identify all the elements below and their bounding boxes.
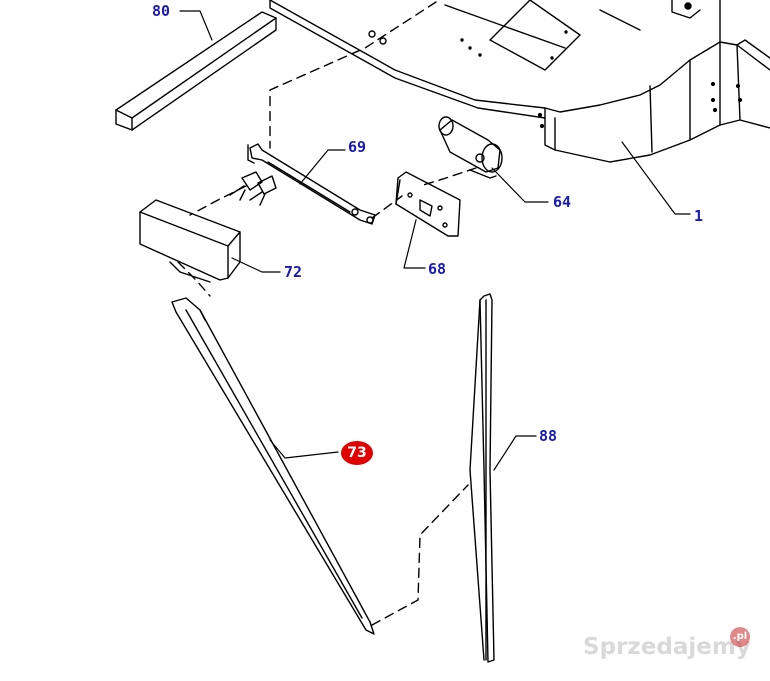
assembly-dashed-lines xyxy=(177,1,477,626)
part-68-plate xyxy=(395,171,461,237)
part-88-wiper-blade xyxy=(469,293,495,663)
callout-1: 1 xyxy=(694,207,704,225)
callout-73-highlighted: 73 xyxy=(341,441,373,465)
callout-72: 72 xyxy=(284,263,303,281)
part-64-motor xyxy=(438,116,503,179)
callout-69: 69 xyxy=(348,138,367,156)
leader-lines xyxy=(179,10,691,471)
watermark-text: Sprzedajemy xyxy=(583,634,751,660)
callout-88: 88 xyxy=(539,427,558,445)
part-72-cover xyxy=(139,199,241,283)
part-80-trim-bar xyxy=(115,11,277,131)
part-1-housing xyxy=(269,0,770,163)
watermark-badge: .pl xyxy=(730,627,750,647)
callout-64: 64 xyxy=(553,193,572,211)
part-73-wiper-arm xyxy=(171,297,375,635)
callout-68: 68 xyxy=(428,260,447,278)
callout-80: 80 xyxy=(152,2,171,20)
part-69-linkage xyxy=(229,143,376,225)
